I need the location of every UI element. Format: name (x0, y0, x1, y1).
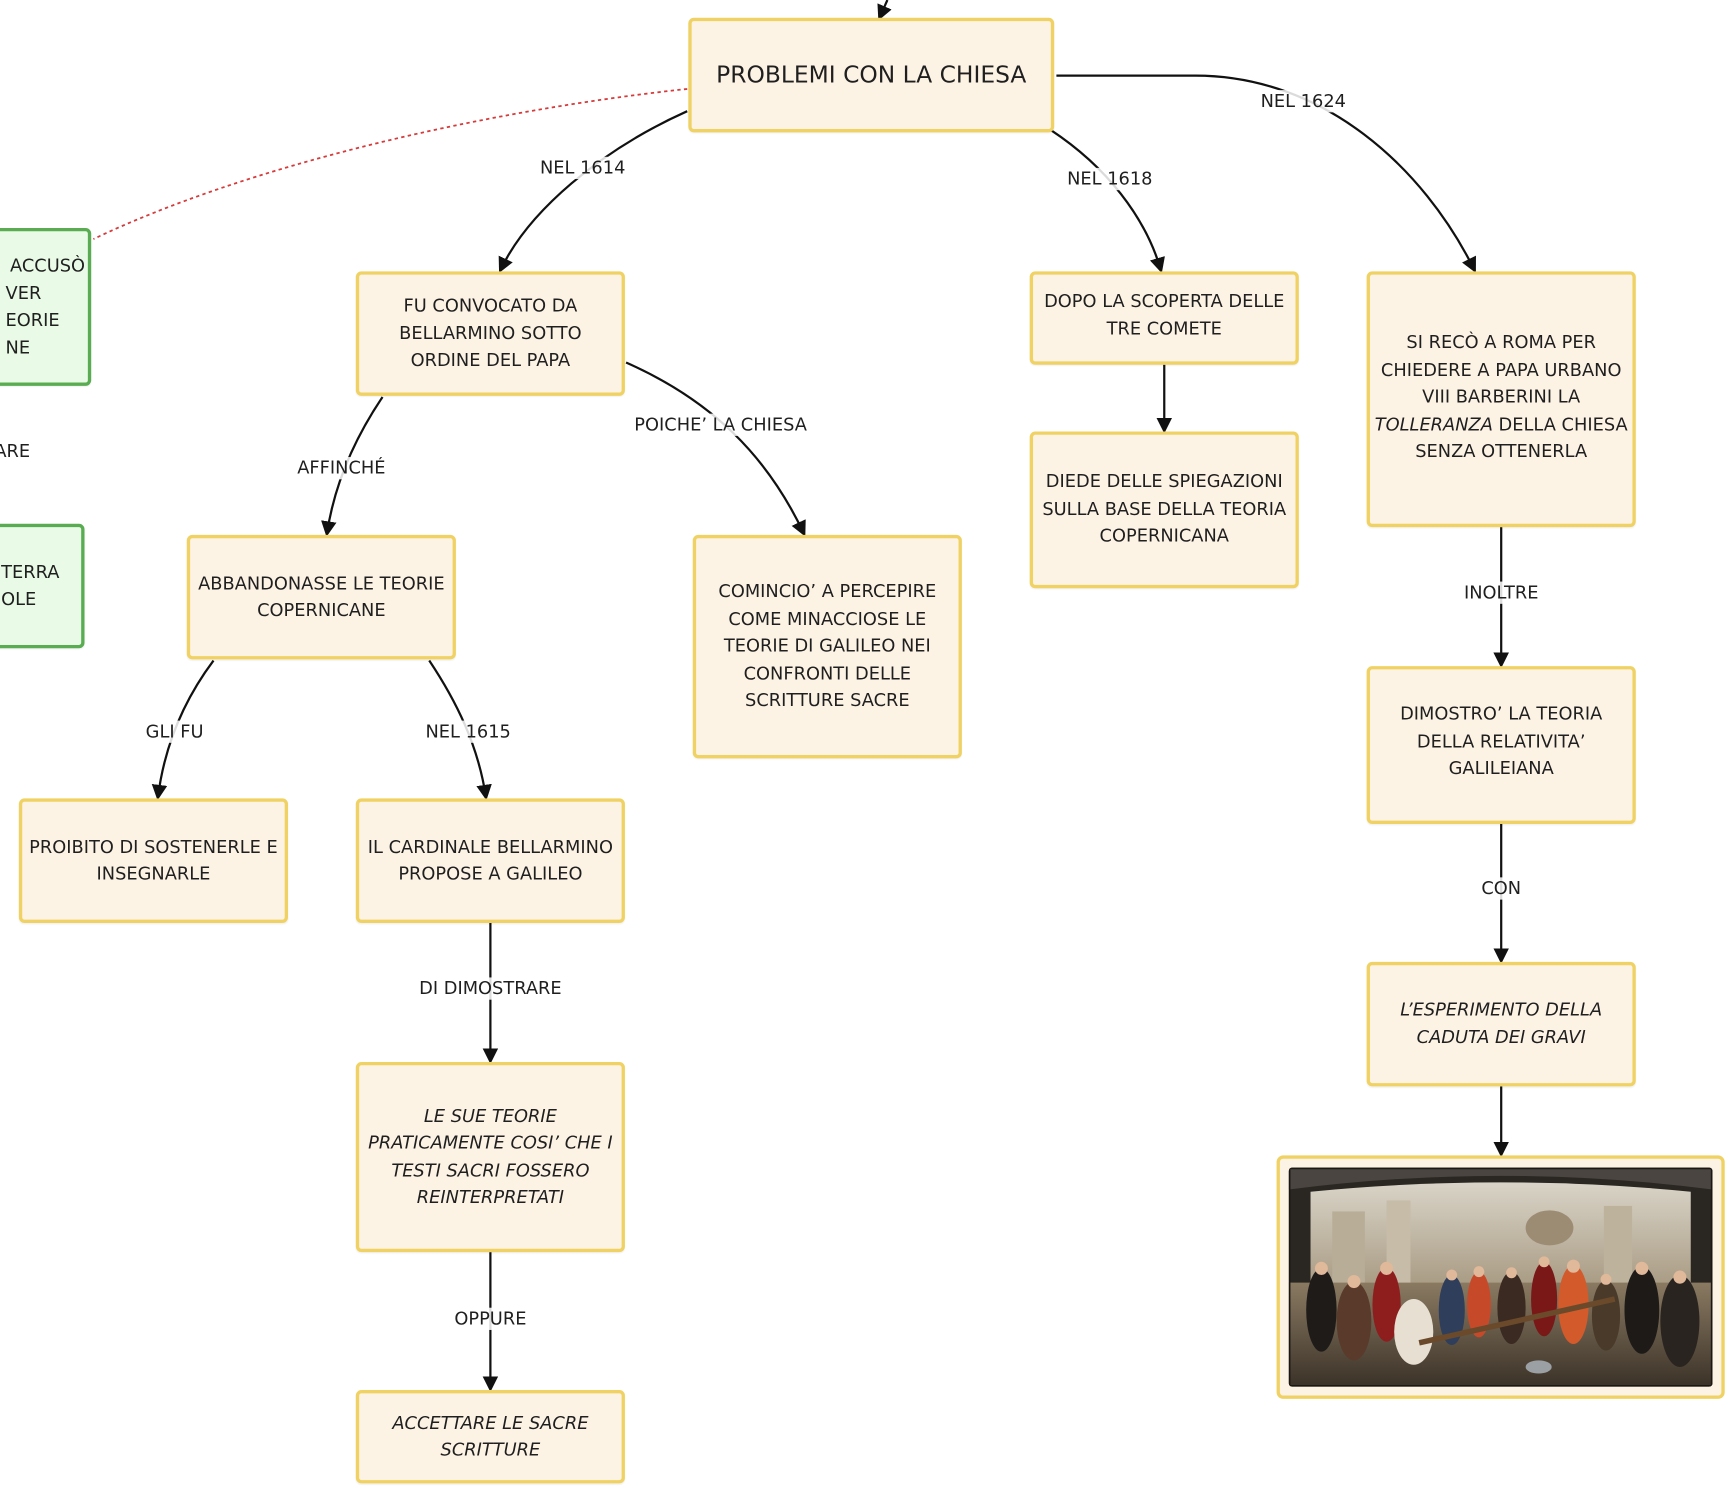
painting-image (1288, 1167, 1713, 1387)
label-poiche-la-chiesa: POICHE’ LA CHIESA (632, 413, 810, 436)
node-fu-convocato[interactable]: FU CONVOCATO DA BELLARMINO SOTTO ORDINE … (355, 271, 625, 396)
node-spiegazioni[interactable]: DIEDE DELLE SPIEGAZIONI SULLA BASE DELLA… (1029, 431, 1299, 589)
link-top-incoming (877, 0, 892, 21)
node-esperimento[interactable]: L’ESPERIMENTO DELLA CADUTA DEI GRAVI (1366, 961, 1636, 1087)
node-relativita[interactable]: DIMOSTRO’ LA TEORIA DELLA RELATIVITA’ GA… (1366, 666, 1636, 824)
label-con: CON (1479, 877, 1524, 900)
fragment-line: EORIE (5, 309, 60, 331)
link-dotted-accuse (93, 88, 688, 240)
fragment-line: TERRA (1, 561, 60, 583)
label-fragment-are: ARE (0, 440, 33, 463)
link-convocato-cominciò (625, 361, 806, 537)
node-problemi-con-la-chiesa[interactable]: PROBLEMI CON LA CHIESA (688, 17, 1055, 133)
fragment-line: OLE (1, 588, 37, 610)
node-cominciò-a-percepire[interactable]: COMINCIO’ A PERCEPIRE COME MINACCIOSE LE… (692, 534, 962, 759)
label-gli-fu: GLI FU (143, 720, 206, 743)
painting-image-node[interactable] (1276, 1155, 1725, 1399)
node-abbandonasse[interactable]: ABBANDONASSE LE TEORIE COPERNICANE (186, 534, 456, 660)
roma-text-post: DELLA CHIESA SENZA OTTENERLA (1415, 413, 1628, 462)
label-inoltre: INOLTRE (1461, 581, 1541, 604)
node-accettare[interactable]: ACCETTARE LE SACRE SCRITTURE (355, 1390, 625, 1484)
label-affinche: AFFINCHÉ (295, 457, 388, 480)
fragment-line: ACCUSÒ (10, 254, 86, 276)
label-nel-1615: NEL 1615 (423, 720, 514, 743)
label-nel-1624: NEL 1624 (1258, 90, 1349, 113)
fragment-line: VER (5, 281, 42, 304)
node-sue-teorie[interactable]: LE SUE TEORIE PRATICAMENTE COSI’ CHE I T… (355, 1061, 625, 1253)
link-problemi-comete (1050, 129, 1165, 274)
roma-text-italic: TOLLERANZA (1374, 413, 1493, 435)
label-di-dimostrare: DI DIMOSTRARE (416, 977, 564, 1000)
node-proibito[interactable]: PROIBITO DI SOSTENERLE E INSEGNARLE (18, 798, 289, 923)
node-roma-urbano[interactable]: SI RECÒ A ROMA PER CHIEDERE A PAPA URBAN… (1366, 271, 1636, 528)
label-nel-1614: NEL 1614 (537, 156, 628, 180)
node-terra-fragment[interactable]: TERRA OLE (0, 523, 85, 649)
node-tre-comete[interactable]: DOPO LA SCOPERTA DELLE TRE COMETE (1029, 271, 1299, 365)
node-cardinale-bellarmino[interactable]: IL CARDINALE BELLARMINO PROPOSE A GALILE… (355, 798, 625, 923)
label-oppure: OPPURE (452, 1307, 529, 1330)
roma-text-pre: SI RECÒ A ROMA PER CHIEDERE A PAPA URBAN… (1380, 331, 1622, 407)
node-accuse-fragment[interactable]: ACCUSÒ VER EORIE NE (0, 227, 92, 386)
label-nel-1618: NEL 1618 (1064, 167, 1155, 191)
roma-text: SI RECÒ A ROMA PER CHIEDERE A PAPA URBAN… (1374, 329, 1628, 465)
link-problemi-convocato (498, 110, 688, 274)
fragment-line: NE (5, 336, 31, 358)
link-problemi-roma (1056, 74, 1476, 274)
